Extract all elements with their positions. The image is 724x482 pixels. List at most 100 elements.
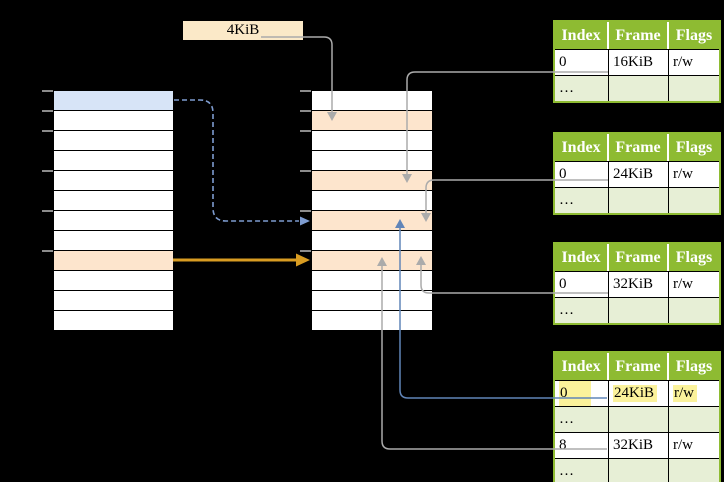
memory-row-white [54, 191, 173, 211]
memory-row-white [54, 271, 173, 291]
memory-row-white [54, 171, 173, 191]
table-cell: 24KiB [609, 162, 669, 187]
table-row: … [555, 75, 719, 101]
memory-row-blue [54, 91, 173, 111]
table-cell: … [555, 298, 609, 323]
table-cell [669, 76, 719, 101]
table-cell: r/w [673, 166, 693, 182]
table-cell [669, 188, 719, 213]
column-header: Index [555, 353, 609, 380]
memory-row-white [54, 111, 173, 131]
memory-row-white [312, 231, 432, 251]
table-cell [669, 298, 719, 323]
table-cell: 0 [555, 272, 609, 297]
memory-row-white [54, 231, 173, 251]
column-header: Index [555, 134, 609, 161]
table-cell [609, 188, 669, 213]
table-cell [669, 459, 719, 482]
table-cell: 32KiB [609, 272, 669, 297]
table-row: … [555, 297, 719, 323]
memory-row-white [312, 311, 432, 331]
column-header: Flags [675, 26, 713, 44]
table-cell [609, 459, 669, 482]
table-row: 0 24KiB r/w [555, 380, 719, 406]
axis-tick [300, 250, 311, 252]
highlighted-value: 0 [559, 381, 591, 406]
axis-tick [300, 210, 311, 212]
column-header: Flags [675, 248, 713, 266]
memory-row-white [54, 311, 173, 331]
axis-tick [42, 90, 53, 92]
table-cell [609, 407, 669, 432]
memory-row-orange [312, 111, 432, 131]
table-row: … [555, 187, 719, 213]
axis-tick [42, 110, 53, 112]
table-row: … [555, 458, 719, 482]
connector-virtual-page-dashed [174, 99, 299, 222]
table-row: … [555, 406, 719, 432]
memory-row-orange [312, 211, 432, 231]
axis-tick [42, 170, 53, 172]
highlighted-value: 24KiB [613, 385, 658, 402]
column-header: Frame [609, 244, 669, 271]
arrowhead-right-icon [300, 216, 310, 226]
table-cell: 32KiB [609, 433, 669, 458]
column-header: Flags [675, 138, 713, 156]
memory-row-white [312, 91, 432, 111]
page-size-label: 4KiB [183, 21, 303, 40]
virtual-memory-table [42, 90, 174, 332]
table-cell: r/w [673, 54, 693, 70]
column-header: Index [555, 244, 609, 271]
highlighted-value: r/w [673, 385, 697, 402]
axis-tick [300, 110, 311, 112]
table-cell: r/w [673, 276, 693, 292]
table-cell [609, 76, 669, 101]
table-cell: r/w [673, 437, 693, 453]
arrowhead-right-icon [296, 253, 310, 267]
table-cell: 8 [555, 433, 609, 458]
axis-tick [300, 130, 311, 132]
column-header: Index [555, 22, 609, 49]
memory-row-white [312, 271, 432, 291]
memory-row-white [312, 131, 432, 151]
memory-row-white [54, 211, 173, 231]
memory-row-white [54, 291, 173, 311]
table-cell: 16KiB [609, 50, 669, 75]
memory-row-white [54, 131, 173, 151]
table-cell: r/w [669, 381, 719, 406]
table-cell: 0 [555, 162, 609, 187]
table-cell: 0 [555, 381, 609, 406]
table-cell: … [555, 407, 609, 432]
table-cell [609, 298, 669, 323]
memory-row-white [312, 151, 432, 171]
column-header: Flags [675, 357, 713, 375]
table-cell: … [555, 188, 609, 213]
column-header: Frame [609, 22, 669, 49]
column-header: Frame [609, 134, 669, 161]
table-cell: … [555, 459, 609, 482]
axis-tick [42, 250, 53, 252]
column-header: Frame [609, 353, 669, 380]
table-cell: … [555, 76, 609, 101]
memory-row-white [312, 291, 432, 311]
memory-row-white [312, 191, 432, 211]
memory-row-orange [312, 251, 432, 271]
memory-row-orange [54, 251, 173, 271]
axis-tick [300, 170, 311, 172]
table-cell: 0 [555, 50, 609, 75]
axis-tick [42, 130, 53, 132]
axis-tick [42, 210, 53, 212]
